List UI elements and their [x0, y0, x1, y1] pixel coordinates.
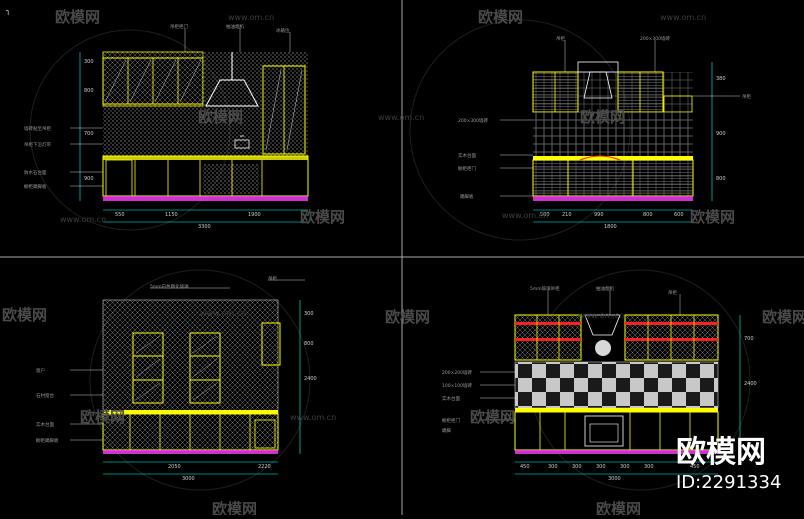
dim-tr-h1: 380 [716, 76, 726, 82]
dim-tl-h3: 700 [84, 131, 94, 137]
watermark-logo: 欧模网 [385, 308, 430, 326]
dim-tr-5: 600 [674, 212, 684, 218]
watermark-logo: 欧模网 [470, 408, 515, 426]
oven-icon [584, 415, 624, 447]
svg-text:抽油烟机: 抽油烟机 [226, 23, 244, 30]
dim-tl-2: 1150 [165, 212, 178, 218]
watermark-url: www.om.cn [290, 413, 336, 422]
dim-tr-4: 800 [643, 212, 653, 218]
svg-text:踢脚: 踢脚 [442, 427, 451, 434]
corner-mark: ┐ [6, 7, 10, 15]
svg-text:橱柜踢脚板: 橱柜踢脚板 [36, 437, 59, 444]
svg-text:5mm玻璃吊柜: 5mm玻璃吊柜 [530, 285, 560, 292]
svg-text:窗户: 窗户 [36, 367, 45, 374]
dim-br-h1: 700 [744, 336, 754, 342]
dim-br-total: 3000 [608, 476, 621, 482]
svg-text:吊柜: 吊柜 [556, 35, 565, 42]
svg-text:踢脚板: 踢脚板 [460, 193, 474, 200]
dim-bl-2: 2220 [258, 464, 271, 470]
brand-id: ID:2291334 [676, 472, 781, 493]
svg-text:橱柜柜门: 橱柜柜门 [442, 417, 460, 424]
dim-tr-1: 500 [540, 212, 550, 218]
watermark-logo: 欧模网 [2, 306, 47, 324]
watermark-logo: 欧模网 [478, 8, 523, 26]
dim-br-5: 300 [620, 464, 630, 470]
svg-text:实木台面: 实木台面 [458, 152, 476, 159]
watermark-logo: 欧模网 [80, 408, 125, 426]
watermark-logo: 欧模网 [300, 208, 345, 226]
dim-tl-h4: 900 [84, 176, 94, 182]
dim-tr-h3: 800 [716, 176, 726, 182]
dim-bl-total: 3000 [182, 476, 195, 482]
watermark-url: www.om.cn [60, 215, 106, 224]
dim-tl-h2: 800 [84, 88, 94, 94]
dim-br-4: 300 [596, 464, 606, 470]
dim-tl-total: 3300 [198, 224, 211, 230]
dim-br-6: 300 [644, 464, 654, 470]
dim-bl-h3: 2400 [304, 376, 317, 382]
watermark-url: www.om.cn [660, 13, 706, 22]
svg-text:200×300墙砖: 200×300墙砖 [640, 35, 670, 42]
svg-text:橱柜踢脚板: 橱柜踢脚板 [24, 183, 47, 190]
watermark-url: www.om.cn [200, 309, 246, 318]
watermark-url: www.om.cn [378, 113, 424, 122]
svg-text:冰箱位: 冰箱位 [276, 27, 290, 34]
dim-br-1: 450 [520, 464, 530, 470]
dim-tl-h1: 300 [84, 59, 94, 65]
watermark-logo: 欧模网 [762, 308, 804, 326]
watermark-logo: 欧模网 [212, 500, 257, 515]
dim-br-7: 450 [690, 464, 700, 470]
watermark-logo: 欧模网 [596, 500, 641, 515]
svg-text:抽油烟机: 抽油烟机 [596, 285, 614, 292]
dim-tr-3: 990 [594, 212, 604, 218]
dim-bl-1: 2050 [168, 464, 181, 470]
watermark-url: www.om.cn [502, 211, 548, 220]
cooking-pot [234, 135, 250, 149]
svg-text:200×300墙砖: 200×300墙砖 [458, 117, 488, 124]
watermark-url: www.om.cn [578, 311, 624, 320]
svg-text:100×100墙砖: 100×100墙砖 [442, 382, 472, 389]
watermark-logo: 欧模网 [198, 108, 243, 126]
dim-br-3: 300 [572, 464, 582, 470]
svg-text:墙砖贴至吊柜: 墙砖贴至吊柜 [24, 125, 51, 132]
watermark-logo: 欧模网 [690, 208, 735, 226]
dim-bl-h2: 800 [304, 341, 314, 347]
svg-text:防水石台面: 防水石台面 [24, 169, 47, 176]
svg-text:吊柜: 吊柜 [268, 275, 277, 282]
watermark-logo: 欧模网 [55, 8, 100, 26]
svg-text:吊柜下沿灯带: 吊柜下沿灯带 [24, 141, 51, 148]
brand-name: 欧模网 [676, 435, 766, 470]
dim-tr-total: 1800 [604, 224, 617, 230]
dim-tl-1: 550 [115, 212, 125, 218]
svg-text:石材窗台: 石材窗台 [36, 392, 54, 399]
dim-bl-h1: 300 [304, 311, 314, 317]
watermark-logo: 欧模网 [580, 108, 625, 126]
hood-vent-icon [595, 340, 611, 356]
svg-text:实木台面: 实木台面 [442, 395, 460, 402]
svg-text:吊柜: 吊柜 [668, 289, 677, 296]
elevation-top-left: 墙砖贴至吊柜吊柜下沿灯带 防水石台面橱柜踢脚板 吊柜柜门抽油烟机冰箱位 550 … [24, 23, 309, 230]
svg-text:吊柜: 吊柜 [742, 93, 751, 100]
watermarks: 欧模网 www.om.cn 欧模网 www.om.cn 欧模网 www.om.c… [2, 8, 804, 518]
dim-tl-3: 1900 [248, 212, 261, 218]
dim-br-2: 300 [548, 464, 558, 470]
svg-text:200×200墙砖: 200×200墙砖 [442, 369, 472, 376]
svg-text:橱柜柜门: 橱柜柜门 [458, 165, 476, 172]
svg-text:5mm白色钢化玻璃: 5mm白色钢化玻璃 [150, 283, 189, 290]
dim-tr-h2: 900 [716, 131, 726, 137]
svg-text:吊柜柜门: 吊柜柜门 [170, 23, 188, 30]
svg-text:实木台面: 实木台面 [36, 421, 54, 428]
watermark-url: www.om.cn [228, 13, 274, 22]
dim-tr-2: 210 [562, 212, 572, 218]
dim-br-h2: 2400 [744, 381, 757, 387]
